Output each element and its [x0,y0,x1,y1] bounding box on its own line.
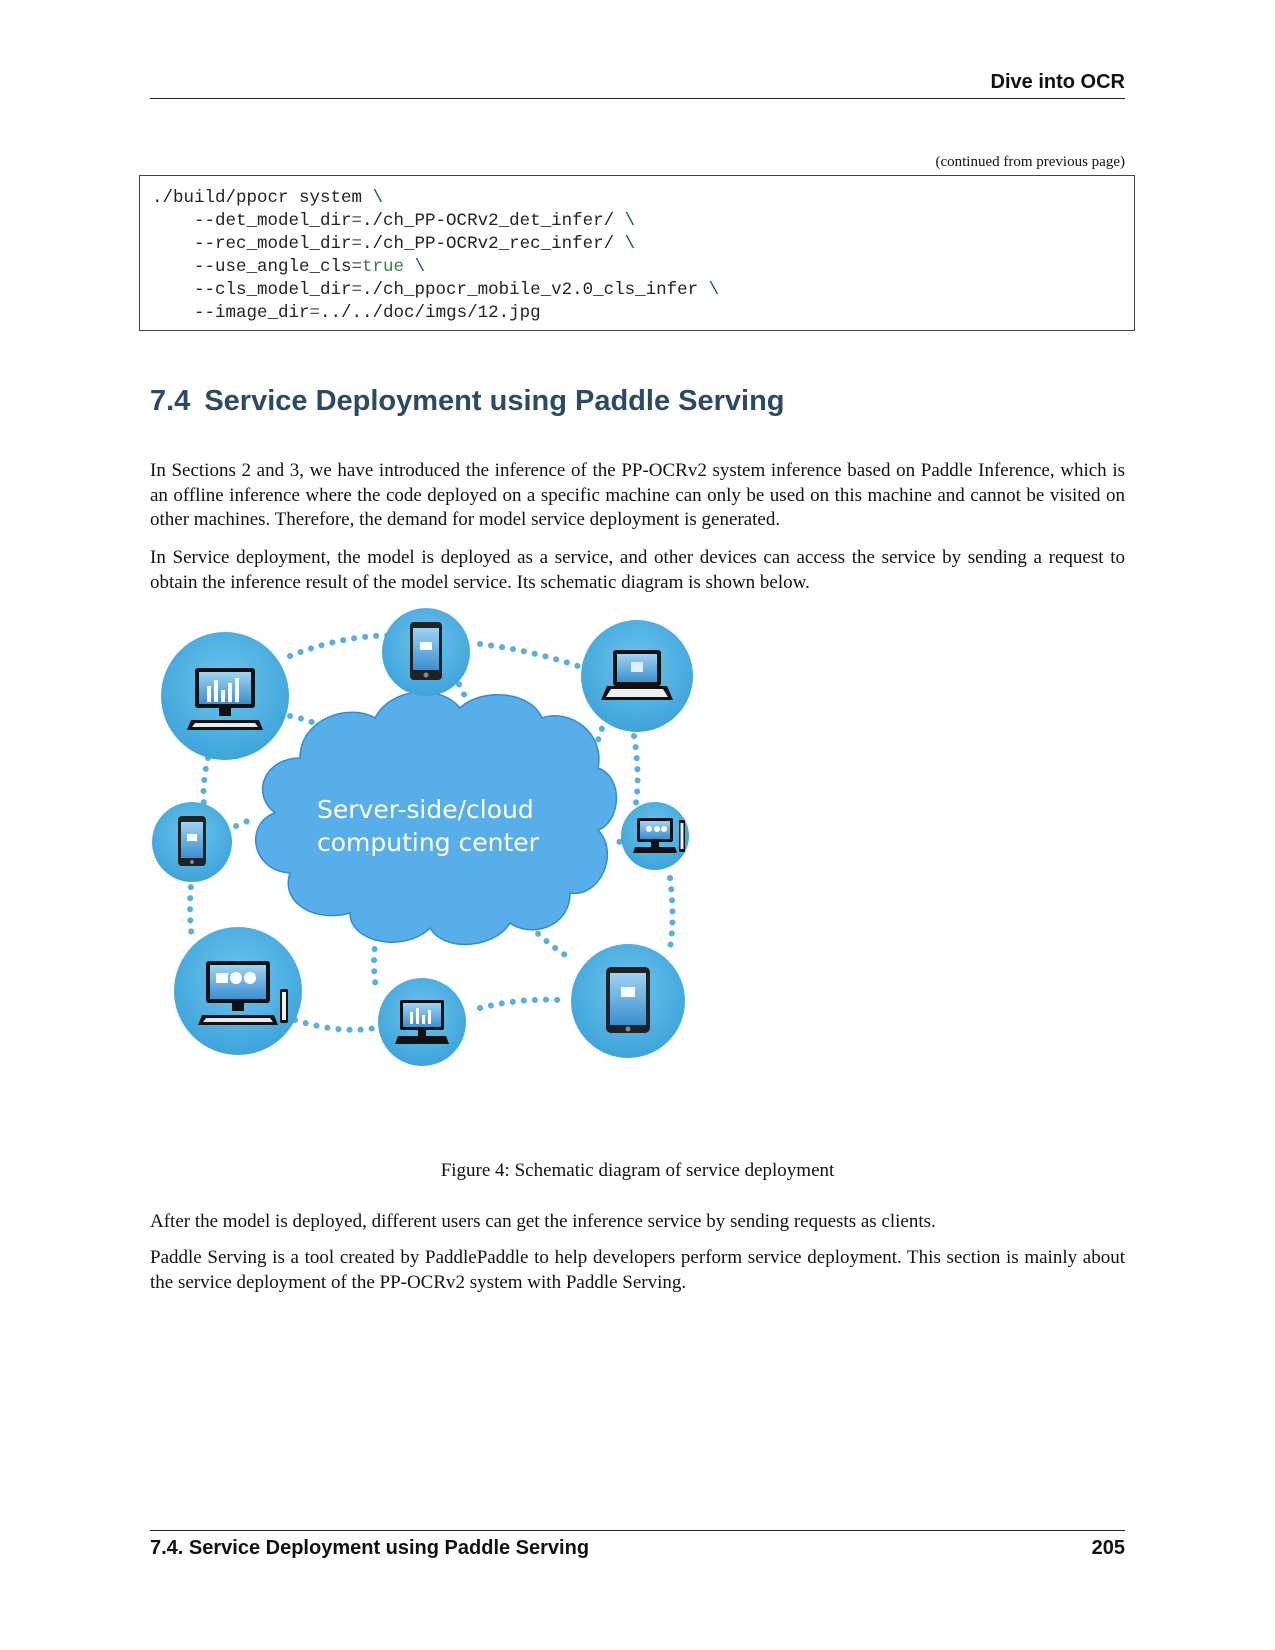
section-number: 7.4 [150,385,191,417]
code-line-2: --det_model_dir=./ch_PP-OCRv2_det_infer/… [152,210,1122,233]
desktop-computer-icon [187,668,263,730]
tablet-icon [606,967,650,1033]
diagram-svg: Server-side/cloud computing center [152,608,693,1066]
tablet-client-node [571,944,685,1058]
code-line-1: ./build/ppocr system \ [152,187,1122,210]
connection-path [477,641,581,669]
code-command: ./build/ppocr system [152,188,363,208]
desktop-computer-icon [633,818,685,853]
continued-note: (continued from previous page) [935,154,1125,170]
code-equals: = [351,211,363,231]
connection-path [371,935,379,991]
paragraph: In Sections 2 and 3, we have introduced … [150,460,1125,530]
paragraph: In Service deployment, the model is depl… [150,547,1125,593]
code-flag: --image_dir [194,303,310,323]
cloud-label-line2: computing center [317,828,540,857]
desktop-computer-icon [395,1000,449,1044]
line-continuation: \ [372,188,384,208]
running-header: Dive into OCR [150,70,1125,99]
code-line-3: --rec_model_dir=./ch_PP-OCRv2_rec_infer/… [152,233,1122,256]
cloud-label-line1: Server-side/cloud [317,795,534,824]
code-equals: = [309,303,321,323]
footer-section-ref: 7.4. Service Deployment using Paddle Ser… [150,1537,590,1559]
cloud-computing-center: Server-side/cloud computing center [255,691,618,946]
laptop-icon [601,650,673,700]
page-number: 205 [1091,1537,1125,1559]
code-line-4: --use_angle_cls=true \ [152,256,1122,279]
desktop-computer-icon [198,961,288,1025]
line-continuation: \ [624,211,636,231]
code-value: ./ch_PP-OCRv2_rec_infer/ [362,234,615,254]
desktop-client-node [161,632,289,760]
cloud-shape [255,691,618,946]
code-flag: --use_angle_cls [194,257,352,277]
code-line-5: --cls_model_dir=./ch_ppocr_mobile_v2.0_c… [152,279,1122,302]
service-deployment-diagram: Server-side/cloud computing center [150,608,740,1123]
phone-client-node [152,802,232,882]
desktop-client-node [621,802,689,870]
code-flag: --cls_model_dir [194,280,352,300]
connection-path [187,873,195,941]
footer-rule [150,1530,1125,1531]
line-continuation: \ [414,257,426,277]
code-value: ./ch_PP-OCRv2_det_infer/ [362,211,615,231]
code-block: ./build/ppocr system \--det_model_dir=./… [139,175,1135,331]
section-title: 7.4 Service Deployment using Paddle Servi… [150,385,785,418]
smartphone-icon [178,816,206,866]
connection-path [631,733,641,806]
paragraph: Paddle Serving is a tool created by Padd… [150,1247,1125,1293]
code-equals: = [351,280,363,300]
connection-path [200,755,211,809]
desktop-client-node [174,927,302,1055]
code-line-6: --image_dir=../../doc/imgs/12.jpg [152,302,1122,325]
code-equals: = [351,234,363,254]
phone-client-node [382,608,470,696]
connection-path [667,875,676,951]
connection-path [477,996,563,1011]
smartphone-icon [410,622,442,680]
section-heading-text: Service Deployment using Paddle Serving [204,385,785,417]
figure-caption: Figure 4: Schematic diagram of service d… [440,1160,835,1181]
line-continuation: \ [708,280,720,300]
code-value: ./ch_ppocr_mobile_v2.0_cls_infer [362,280,699,300]
code-equals: = [351,257,363,277]
desktop-client-node [378,978,466,1066]
code-value: ../../doc/imgs/12.jpg [320,303,541,323]
laptop-client-node [581,620,693,732]
connection-path [527,923,573,961]
code-flag: --det_model_dir [194,211,352,231]
line-continuation: \ [624,234,636,254]
code-flag: --rec_model_dir [194,234,352,254]
connection-path [292,1017,378,1033]
connection-path [233,817,253,829]
code-value: true [362,257,405,277]
paragraph: After the model is deployed, different u… [150,1211,936,1232]
connection-path [287,632,411,659]
